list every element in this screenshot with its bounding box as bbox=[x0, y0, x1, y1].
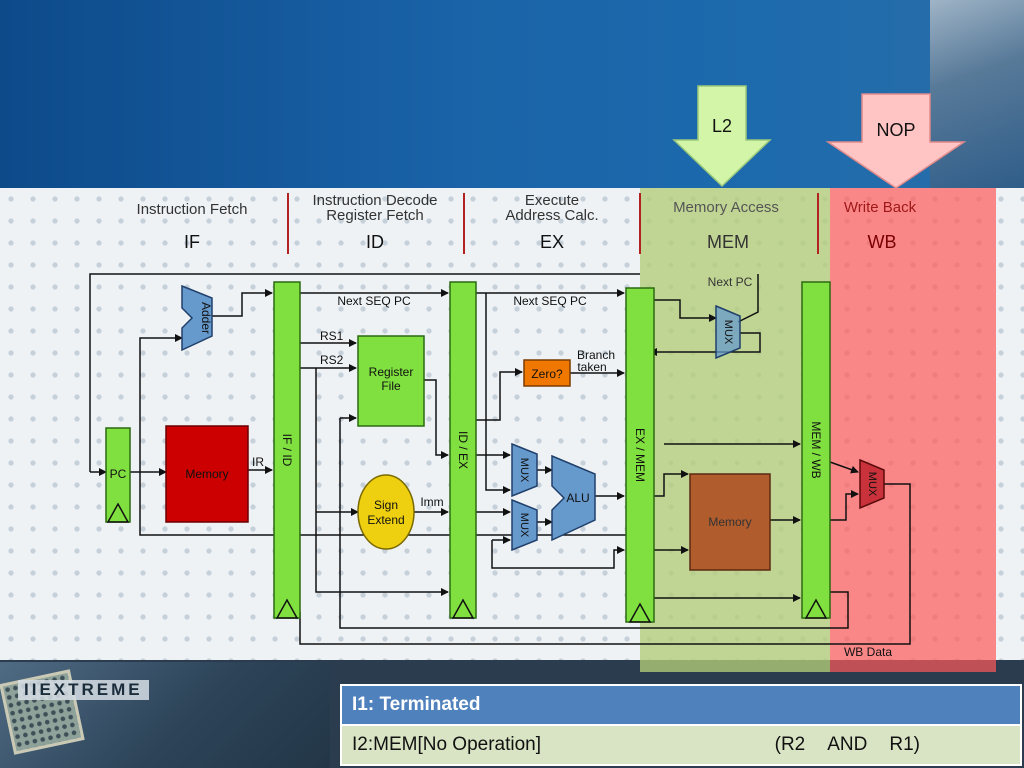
nop-arrow bbox=[825, 93, 967, 189]
ex-mux-bottom bbox=[511, 498, 538, 552]
operand-text: R1) bbox=[889, 734, 920, 755]
status-cell: I2:MEM[No Operation] (R2 AND R1) bbox=[340, 724, 1022, 766]
stage-subtitle-ex: Address Calc. bbox=[505, 207, 598, 224]
zero-detect bbox=[523, 359, 571, 387]
status-row: I1: Terminated bbox=[340, 684, 1022, 726]
operand-text: (R2 bbox=[774, 734, 806, 755]
stage-title-if: Instruction Fetch bbox=[137, 201, 248, 218]
instruction-memory bbox=[165, 425, 249, 523]
stage-abbr-wb: WB bbox=[868, 232, 897, 252]
alu-label: ALU bbox=[566, 491, 589, 505]
stage-subtitle-id: Register Fetch bbox=[326, 207, 424, 224]
operator-text: AND bbox=[827, 734, 868, 755]
adder-label: Adder bbox=[199, 302, 213, 334]
adder bbox=[181, 284, 213, 352]
next-pc-label: Next PC bbox=[708, 275, 753, 289]
clock-icon bbox=[106, 502, 130, 523]
status-row: I2:MEM[No Operation] (R2 AND R1) bbox=[340, 724, 1022, 766]
mem-mux-label: MUX bbox=[722, 320, 734, 345]
ex-mux-bottom-label: MUX bbox=[518, 513, 530, 538]
mem-wb-label: MEM / WB bbox=[809, 421, 823, 478]
register-file bbox=[357, 335, 425, 427]
mem-stage-highlight bbox=[640, 188, 830, 672]
data-memory bbox=[689, 473, 771, 571]
next-seq-pc-label-2: Next SEQ PC bbox=[513, 294, 587, 308]
stage-title-mem: Memory Access bbox=[673, 199, 779, 216]
mem-wb-register bbox=[801, 281, 831, 619]
clock-icon bbox=[451, 598, 475, 619]
pc-label: PC bbox=[110, 467, 127, 481]
rs1-label: RS1 bbox=[320, 329, 344, 343]
register-file-label: Register bbox=[369, 365, 414, 379]
stage-abbr-ex: EX bbox=[540, 232, 564, 252]
id-ex-register bbox=[449, 281, 477, 619]
pc-register bbox=[105, 427, 131, 523]
corner-decoration bbox=[930, 0, 1024, 188]
l2-arrow bbox=[672, 85, 772, 188]
branch-label-2: taken bbox=[577, 360, 606, 374]
zero-label: Zero? bbox=[531, 367, 563, 381]
stage-title-ex: Execute bbox=[525, 192, 579, 209]
if-id-register bbox=[273, 281, 301, 619]
mem-mux bbox=[715, 304, 741, 360]
stage-title-wb: Write Back bbox=[844, 199, 917, 216]
l2-label: L2 bbox=[712, 116, 732, 136]
rs2-label: RS2 bbox=[320, 353, 344, 367]
next-seq-pc-label: Next SEQ PC bbox=[337, 294, 411, 308]
wb-mux-label: MUX bbox=[866, 472, 878, 497]
sign-extend-label: Sign bbox=[374, 498, 398, 512]
register-file-label-2: File bbox=[381, 379, 401, 393]
sign-extend bbox=[357, 474, 415, 550]
wb-stage-highlight bbox=[830, 188, 996, 672]
sign-extend-label-2: Extend bbox=[367, 513, 404, 527]
wb-data-label: WB Data bbox=[844, 645, 892, 659]
alu bbox=[551, 454, 596, 542]
stage-abbr-if: IF bbox=[184, 232, 200, 252]
status-cell: I1: Terminated bbox=[340, 684, 1022, 726]
stage-title-id: Instruction Decode bbox=[312, 192, 437, 209]
stage-abbr-id: ID bbox=[366, 232, 384, 252]
wb-mux bbox=[859, 458, 885, 510]
ir-label: IR bbox=[252, 455, 264, 469]
nop-label: NOP bbox=[876, 120, 915, 140]
imm-label: Imm bbox=[420, 495, 443, 509]
instruction-status-table: I1: Terminated I2:MEM[No Operation] (R2 … bbox=[340, 684, 1022, 766]
ex-mux-top-label: MUX bbox=[518, 458, 530, 483]
clock-icon bbox=[628, 602, 652, 623]
instruction-memory-label: Memory bbox=[185, 467, 228, 481]
logo-text: IIEXTREME bbox=[18, 680, 149, 700]
id-ex-label: ID / EX bbox=[456, 431, 470, 469]
stage-abbr-mem: MEM bbox=[707, 232, 749, 252]
ex-mem-label: EX / MEM bbox=[633, 428, 647, 482]
ex-mux-top bbox=[511, 442, 538, 498]
instruction-text: I2:MEM[No Operation] bbox=[352, 734, 542, 755]
clock-icon bbox=[275, 598, 299, 619]
if-id-label: IF / ID bbox=[280, 434, 294, 467]
data-memory-label: Memory bbox=[708, 515, 751, 529]
clock-icon bbox=[804, 598, 828, 619]
branch-label: Branch bbox=[577, 348, 615, 362]
